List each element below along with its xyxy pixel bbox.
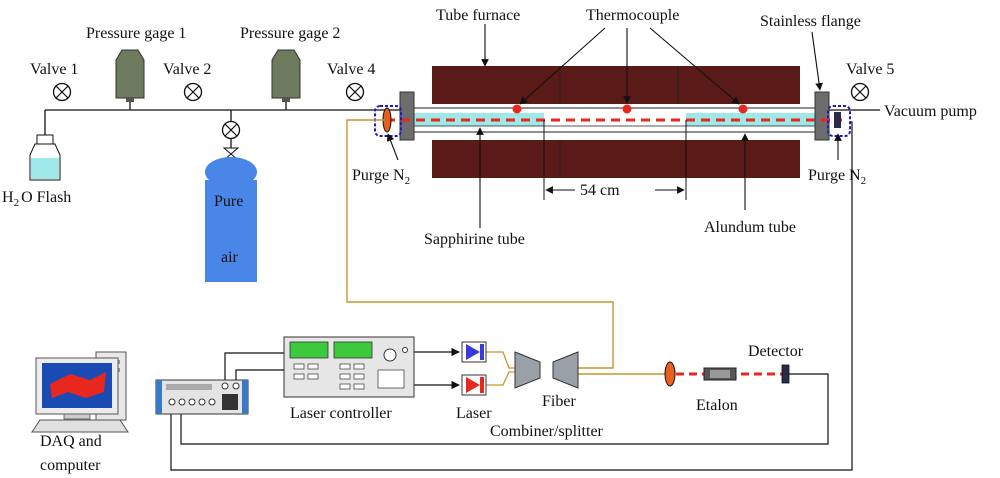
purge-box-left (374, 105, 402, 137)
label-pressure-gage-2: Pressure gage 2 (240, 25, 340, 42)
controller-cable-bottom (235, 369, 284, 383)
valve-1-icon[interactable] (52, 82, 72, 102)
water-flask-icon (29, 134, 61, 181)
label-daq-line1: DAQ and (40, 433, 102, 450)
lens-icon (664, 361, 676, 387)
label-laser-controller: Laser controller (290, 405, 392, 422)
etalon-icon (703, 367, 737, 381)
thermocouple-point-2 (622, 104, 632, 114)
fiber-to-tube (346, 119, 614, 369)
label-fiber: Fiber (542, 393, 576, 410)
label-tube-furnace: Tube furnace (436, 7, 520, 24)
label-valve-1: Valve 1 (30, 61, 78, 78)
valve-2-icon[interactable] (183, 82, 203, 102)
thermocouple-point-1 (512, 104, 522, 114)
purge-cable (170, 121, 853, 471)
label-pressure-gage-1: Pressure gage 1 (86, 25, 186, 42)
computer-icon (31, 351, 129, 433)
label-etalon: Etalon (696, 397, 738, 414)
label-detector: Detector (748, 343, 804, 360)
label-purge-n2-right: Purge N2 (808, 167, 866, 187)
valve-4-icon[interactable] (345, 82, 365, 102)
stainless-flange-right (814, 91, 830, 141)
window-right (834, 112, 841, 128)
label-purge-n2-left: Purge N2 (352, 167, 410, 187)
detector-icon (781, 364, 790, 384)
pressure-gage-2-icon (271, 49, 301, 102)
laser-controller-icon[interactable] (283, 336, 415, 398)
label-pure-air-line1: Pure (214, 193, 243, 210)
thermocouple-point-3 (738, 104, 748, 114)
controller-cable-top (224, 352, 284, 383)
label-alundum-tube: Alundum tube (704, 219, 796, 236)
pressure-gage-1-icon (115, 49, 145, 102)
stainless-flange-left (399, 91, 415, 141)
sapphirine-tube-segment-left (404, 113, 544, 126)
daq-box-icon (155, 379, 249, 415)
label-vacuum-pump: Vacuum pump (884, 103, 977, 120)
valve-5-icon[interactable] (850, 82, 870, 102)
label-combiner-splitter: Combiner/splitter (490, 423, 604, 440)
label-distance: 54 cm (580, 182, 620, 199)
label-laser: Laser (456, 405, 492, 422)
label-thermocouple: Thermocouple (586, 7, 679, 24)
label-valve-2: Valve 2 (163, 61, 211, 78)
detector-cable (180, 373, 829, 445)
laser-red-icon (461, 374, 487, 396)
furnace-top-block (432, 66, 800, 104)
furnace-bottom-block (432, 140, 800, 178)
label-valve-5: Valve 5 (846, 61, 894, 78)
label-daq-line2: computer (40, 457, 101, 474)
combiner-splitter-icon (514, 351, 579, 389)
label-valve-4: Valve 4 (327, 61, 375, 78)
laser-blue-icon (461, 341, 487, 363)
valve-3-icon[interactable] (221, 120, 241, 140)
air-cylinder-icon (205, 147, 257, 282)
label-sapphirine-tube: Sapphirine tube (424, 231, 525, 248)
label-pure-air-line2: air (221, 249, 239, 266)
label-stainless-flange: Stainless flange (760, 13, 861, 30)
purge-box-right (827, 105, 851, 137)
